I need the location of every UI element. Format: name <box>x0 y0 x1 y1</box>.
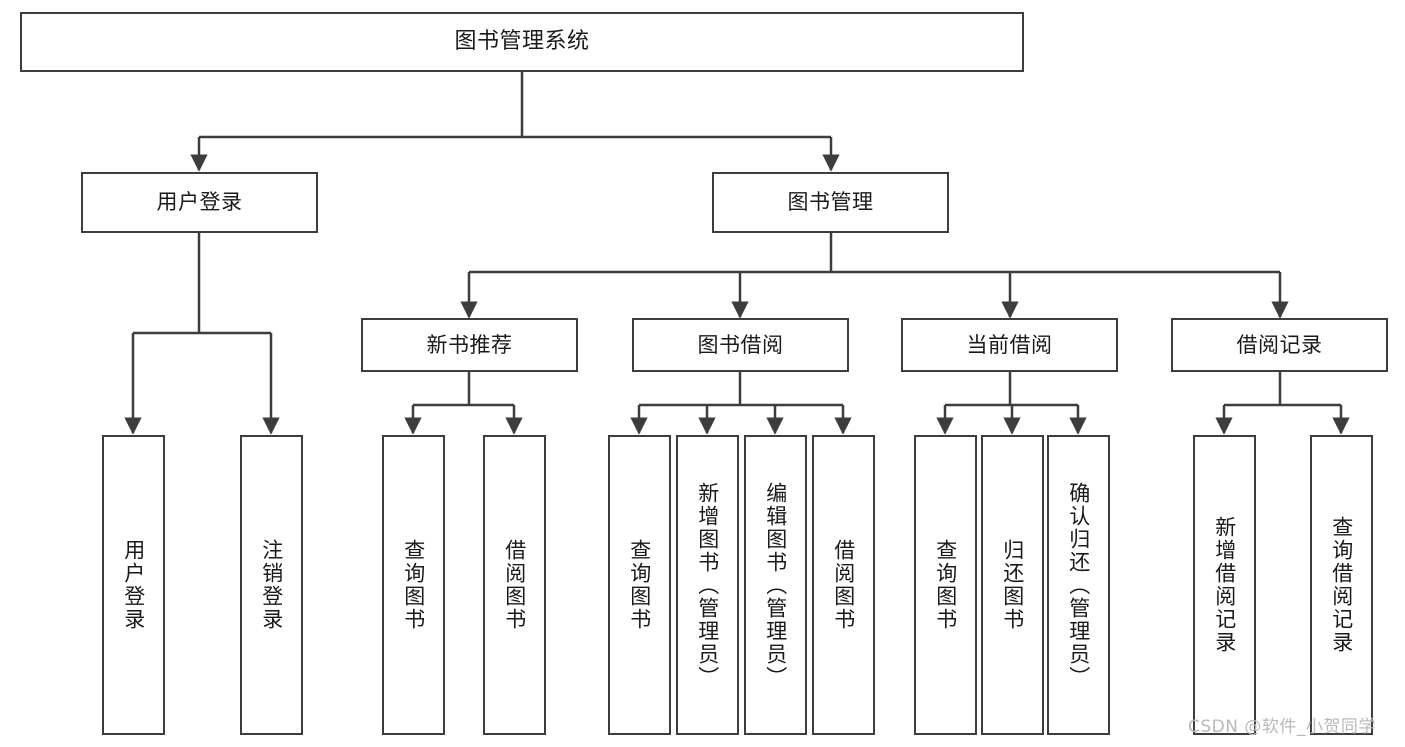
node-book-management-label: 图书管理 <box>787 190 874 215</box>
leaf-borrow-record-0[interactable]: 新增借阅记录 <box>1193 435 1256 735</box>
leaf-new-book-recommend-0[interactable]: 查询图书 <box>382 435 445 735</box>
leaf-borrow-record-1-label: 查询借阅记录 <box>1329 516 1354 654</box>
leaf-current-borrow-2-label: 确认归还（管理员） <box>1066 481 1091 689</box>
leaf-user-login-1[interactable]: 注销登录 <box>240 435 303 735</box>
leaf-current-borrow-1[interactable]: 归还图书 <box>981 435 1044 735</box>
node-borrow-record-label: 借阅记录 <box>1236 332 1323 357</box>
node-user-login-label: 用户登录 <box>156 190 243 215</box>
leaf-book-borrow-2[interactable]: 编辑图书（管理员） <box>744 435 807 735</box>
leaf-borrow-record-0-label: 新增借阅记录 <box>1212 516 1237 654</box>
node-book-borrow-label: 图书借阅 <box>697 332 784 357</box>
node-current-borrow[interactable]: 当前借阅 <box>901 318 1118 372</box>
leaf-book-borrow-0[interactable]: 查询图书 <box>608 435 671 735</box>
leaf-current-borrow-0[interactable]: 查询图书 <box>914 435 977 735</box>
csdn-watermark: CSDN @软件_小贺同学 <box>1188 717 1376 737</box>
node-new-book-recommend-label: 新书推荐 <box>426 332 513 357</box>
node-book-management[interactable]: 图书管理 <box>712 172 949 233</box>
leaf-new-book-recommend-1[interactable]: 借阅图书 <box>483 435 546 735</box>
leaf-current-borrow-0-label: 查询图书 <box>933 539 958 631</box>
leaf-book-borrow-1[interactable]: 新增图书（管理员） <box>676 435 739 735</box>
node-new-book-recommend[interactable]: 新书推荐 <box>361 318 578 372</box>
leaf-user-login-1-label: 注销登录 <box>259 539 284 631</box>
leaf-book-borrow-3[interactable]: 借阅图书 <box>812 435 875 735</box>
leaf-book-borrow-2-label: 编辑图书（管理员） <box>763 481 788 689</box>
node-current-borrow-label: 当前借阅 <box>966 332 1053 357</box>
node-root-label: 图书管理系统 <box>454 29 590 55</box>
node-borrow-record[interactable]: 借阅记录 <box>1171 318 1388 372</box>
node-book-borrow[interactable]: 图书借阅 <box>632 318 849 372</box>
leaf-current-borrow-2[interactable]: 确认归还（管理员） <box>1047 435 1110 735</box>
leaf-book-borrow-1-label: 新增图书（管理员） <box>695 481 720 689</box>
leaf-user-login-0[interactable]: 用户登录 <box>102 435 165 735</box>
leaf-book-borrow-3-label: 借阅图书 <box>831 539 856 631</box>
leaf-user-login-0-label: 用户登录 <box>121 539 146 631</box>
leaf-new-book-recommend-1-label: 借阅图书 <box>502 539 527 631</box>
leaf-borrow-record-1[interactable]: 查询借阅记录 <box>1310 435 1373 735</box>
node-root[interactable]: 图书管理系统 <box>20 12 1024 72</box>
node-user-login[interactable]: 用户登录 <box>81 172 318 233</box>
leaf-book-borrow-0-label: 查询图书 <box>627 539 652 631</box>
leaf-new-book-recommend-0-label: 查询图书 <box>401 539 426 631</box>
leaf-current-borrow-1-label: 归还图书 <box>1000 539 1025 631</box>
